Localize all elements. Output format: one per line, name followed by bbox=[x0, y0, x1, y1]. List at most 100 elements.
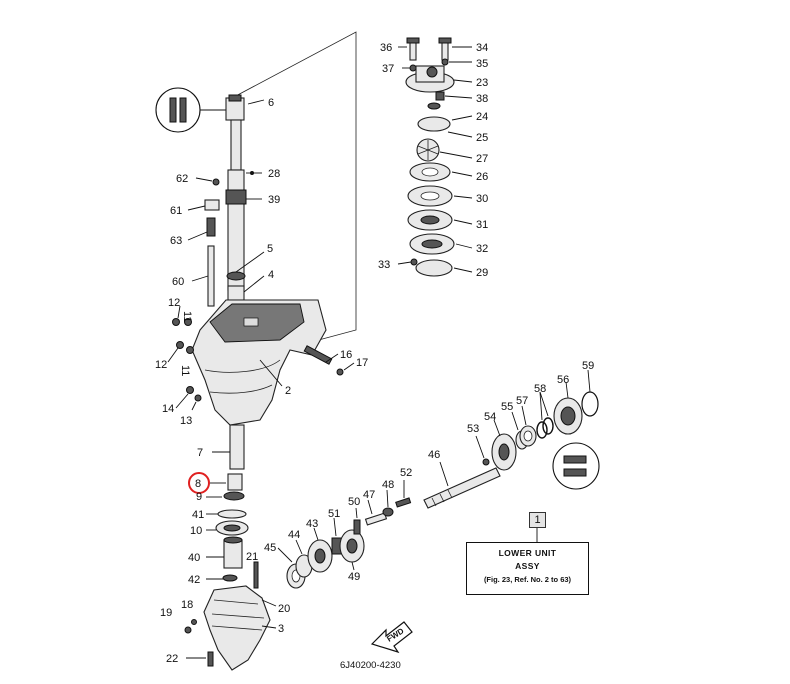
part-21-pin[interactable] bbox=[253, 561, 259, 589]
callout-2: 2 bbox=[285, 385, 291, 397]
catalog-number: 6J40200-4230 bbox=[340, 660, 401, 671]
part-53-pin[interactable] bbox=[482, 458, 490, 466]
part-41-shim[interactable] bbox=[217, 509, 247, 519]
water-pump-bolts[interactable] bbox=[406, 37, 452, 61]
callout-7: 7 bbox=[197, 447, 203, 459]
part-37-washer[interactable] bbox=[409, 64, 417, 72]
part-59-o-ring[interactable] bbox=[581, 391, 599, 417]
part-57-bearing[interactable] bbox=[519, 425, 537, 447]
part-29-gasket[interactable] bbox=[415, 259, 453, 277]
part-47-plunger[interactable] bbox=[364, 512, 388, 526]
callout-13: 13 bbox=[180, 415, 192, 427]
callout-18: 18 bbox=[181, 599, 193, 611]
callout-22: 22 bbox=[166, 653, 178, 665]
callout-5: 5 bbox=[267, 243, 273, 255]
callout-9: 9 bbox=[196, 491, 202, 503]
callout-41: 41 bbox=[192, 509, 204, 521]
bolts-11-12-upper[interactable] bbox=[172, 318, 192, 326]
part-48-ball[interactable] bbox=[382, 507, 394, 517]
callout-53: 53 bbox=[467, 423, 479, 435]
callout-23: 23 bbox=[476, 77, 488, 89]
callout-51: 51 bbox=[328, 508, 340, 520]
part-63-seal[interactable] bbox=[206, 217, 216, 237]
part-9-washer[interactable] bbox=[223, 491, 245, 501]
part-8-bushing[interactable] bbox=[227, 473, 243, 491]
callout-56: 56 bbox=[557, 374, 569, 386]
part-27-impeller[interactable] bbox=[416, 138, 440, 162]
callout-55: 55 bbox=[501, 401, 513, 413]
part-19-bolt[interactable] bbox=[184, 626, 192, 634]
callout-25: 25 bbox=[476, 132, 488, 144]
assy-title-line1: LOWER UNIT bbox=[498, 548, 557, 558]
callout-31: 31 bbox=[476, 219, 488, 231]
callout-48: 48 bbox=[382, 479, 394, 491]
callout-36: 36 bbox=[380, 42, 392, 54]
part-56-bearing-housing[interactable] bbox=[553, 397, 583, 435]
callout-40: 40 bbox=[188, 552, 200, 564]
part-33-pin[interactable] bbox=[410, 258, 418, 266]
part-5-washer[interactable] bbox=[226, 271, 246, 281]
callout-3: 3 bbox=[278, 623, 284, 635]
callout-49: 49 bbox=[348, 571, 360, 583]
part-35-washer[interactable] bbox=[441, 58, 449, 66]
part-54-drive-gear[interactable] bbox=[491, 433, 517, 471]
callout-43: 43 bbox=[306, 518, 318, 530]
part-43-forward-gear[interactable] bbox=[307, 539, 333, 573]
part-13-washer[interactable] bbox=[194, 394, 202, 402]
part-42-nut[interactable] bbox=[222, 574, 238, 582]
callout-34: 34 bbox=[476, 42, 488, 54]
assy-reference-line: (Fig. 23, Ref. No. 2 to 63) bbox=[483, 575, 572, 584]
part-10-bearing[interactable] bbox=[215, 520, 249, 536]
callout-33: 33 bbox=[378, 259, 390, 271]
bolts-11-12-lower[interactable] bbox=[176, 341, 194, 354]
lower-unit-assy-box: LOWER UNIT ASSY (Fig. 23, Ref. No. 2 to … bbox=[466, 542, 589, 595]
part-23-pump-housing[interactable] bbox=[405, 65, 455, 93]
part-4-bushing[interactable] bbox=[227, 285, 245, 301]
callout-32: 32 bbox=[476, 243, 488, 255]
callout-52: 52 bbox=[400, 467, 412, 479]
callout-27: 27 bbox=[476, 153, 488, 165]
part-14-bolt[interactable] bbox=[186, 386, 194, 394]
part-61-connector[interactable] bbox=[204, 199, 220, 211]
part-24-insert[interactable] bbox=[417, 116, 451, 132]
part-46-propeller-shaft[interactable] bbox=[423, 467, 501, 509]
callout-6: 6 bbox=[268, 97, 274, 109]
detail-inset-o-rings bbox=[552, 442, 600, 490]
callout-14: 14 bbox=[162, 403, 174, 415]
part-3-lower-case[interactable] bbox=[203, 585, 271, 671]
callout-12-lower: 12 bbox=[155, 359, 167, 371]
part-58-o-rings[interactable] bbox=[536, 417, 554, 439]
part-60-shift-rod[interactable] bbox=[207, 245, 215, 307]
part-22-bolt[interactable] bbox=[207, 651, 214, 667]
callout-59: 59 bbox=[582, 360, 594, 372]
part-7-tube[interactable] bbox=[229, 424, 245, 470]
part-38-grommet[interactable] bbox=[435, 91, 445, 101]
callout-45: 45 bbox=[264, 542, 276, 554]
part-18-washer[interactable] bbox=[191, 619, 197, 625]
callout-57: 57 bbox=[516, 395, 528, 407]
part-49-reverse-gear[interactable] bbox=[339, 529, 365, 563]
callout-61: 61 bbox=[170, 205, 182, 217]
callout-54: 54 bbox=[484, 411, 496, 423]
callout-47: 47 bbox=[363, 489, 375, 501]
callout-24: 24 bbox=[476, 111, 488, 123]
callout-26: 26 bbox=[476, 171, 488, 183]
callout-11-upper: 11 bbox=[181, 311, 193, 322]
highlight-circle-part-8 bbox=[188, 472, 210, 494]
parts-16-17-spring-bolt[interactable] bbox=[303, 345, 344, 376]
part-52-spring[interactable] bbox=[395, 497, 412, 508]
callout-44: 44 bbox=[288, 529, 300, 541]
part-stack-spacer[interactable] bbox=[427, 102, 441, 110]
part-2-upper-case[interactable] bbox=[191, 299, 327, 426]
part-40-pinion-gear[interactable] bbox=[223, 536, 243, 569]
driveshaft[interactable] bbox=[225, 119, 247, 291]
callout-58: 58 bbox=[534, 383, 546, 395]
callout-38: 38 bbox=[476, 93, 488, 105]
part-50-pin[interactable] bbox=[353, 519, 361, 535]
part-62-clip[interactable] bbox=[212, 178, 220, 186]
callout-4: 4 bbox=[268, 269, 274, 281]
callout-39: 39 bbox=[268, 194, 280, 206]
part-6-seal-housing[interactable] bbox=[155, 87, 265, 133]
